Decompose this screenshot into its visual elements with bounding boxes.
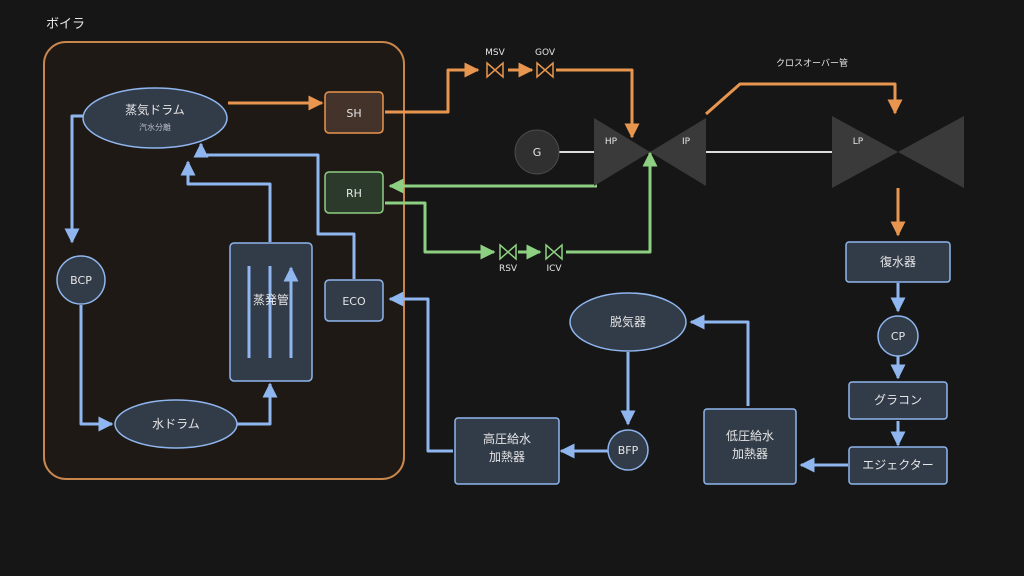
rsv-valve-icon: [499, 243, 517, 261]
bfp-label: BFP: [618, 444, 639, 457]
hp-heater-shape: [454, 417, 560, 485]
msv-label: MSV: [485, 48, 505, 58]
icv-label: ICV: [546, 264, 562, 274]
sh-label: SH: [346, 107, 361, 120]
hp-heater-line1: 高圧給水: [483, 431, 531, 446]
msv-valve[interactable]: MSV: [485, 48, 506, 79]
evaporator-tube-lines: [247, 266, 299, 358]
rh-shape: [324, 171, 384, 214]
sh-to-msv-pipe: [385, 62, 480, 114]
steam-drum-sublabel: 汽水分離: [139, 122, 171, 132]
steam-drum-label: 蒸気ドラム: [125, 102, 185, 117]
reheat-lines: [385, 151, 658, 260]
bcp-to-water-drum-pipe: [79, 305, 114, 432]
ejector-box[interactable]: エジェクター: [848, 446, 948, 485]
lp-heater-box[interactable]: 低圧給水 加熱器: [703, 408, 797, 485]
lp-heater-line1: 低圧給水: [726, 429, 774, 443]
icv-to-ip-pipe: [566, 151, 658, 254]
ip-label: IP: [682, 137, 691, 147]
steam-drum[interactable]: 蒸気ドラム 汽水分離: [82, 87, 228, 149]
gov-label: GOV: [535, 48, 556, 58]
steam-drum-shape: [82, 87, 228, 149]
ejector-shape: [848, 446, 948, 485]
evaporator-tubes[interactable]: 蒸発管: [229, 242, 313, 382]
crossover-label: クロスオーバー管: [776, 57, 848, 69]
gland-condenser-label: グラコン: [874, 393, 922, 407]
eco-label: ECO: [342, 295, 366, 308]
gov-valve[interactable]: GOV: [535, 48, 556, 79]
condenser-box[interactable]: 復水器: [845, 241, 951, 283]
water-drum-shape: [114, 399, 238, 449]
drum-to-bcp-pipe: [64, 114, 83, 244]
generator-label: G: [533, 146, 542, 159]
bcp-pump[interactable]: BCP: [56, 255, 106, 305]
icv-valve[interactable]: ICV: [545, 243, 563, 274]
eco-shape: [324, 279, 384, 322]
lp-turbine-shape: [832, 116, 964, 188]
generator-shape: [514, 129, 560, 175]
bfp-pump[interactable]: BFP: [607, 429, 649, 471]
water-drum[interactable]: 水ドラム: [114, 399, 238, 449]
boiler-enclosure: [43, 41, 405, 480]
rh-to-rsv-pipe: [385, 201, 496, 260]
rsv-valve[interactable]: RSV: [499, 243, 518, 274]
reheater-box[interactable]: RH: [324, 171, 384, 214]
hp-heater-box[interactable]: 高圧給水 加熱器: [454, 417, 560, 485]
ip-turbine[interactable]: IP: [650, 118, 706, 186]
bcp-label: BCP: [70, 274, 92, 287]
eco-box[interactable]: ECO: [324, 279, 384, 322]
hp-label: HP: [605, 137, 618, 147]
water-drum-label: 水ドラム: [152, 417, 200, 431]
gov-to-hp-pipe: [556, 68, 640, 139]
evaporator-label: 蒸発管: [253, 292, 289, 307]
condenser-shape: [845, 241, 951, 283]
evaporator-to-drum-pipe: [180, 160, 272, 242]
hp-heater-line2: 加熱器: [489, 450, 525, 464]
hp-heater-to-eco-pipe: [388, 291, 453, 453]
lp-turbine[interactable]: LP: [832, 116, 964, 188]
main-steam-lines: [228, 62, 906, 237]
hp-turbine-shape: [594, 118, 650, 186]
sh-shape: [324, 91, 384, 134]
icv-valve-icon: [545, 243, 563, 261]
deaerator[interactable]: 脱気器: [569, 292, 687, 352]
lp-heater-line2: 加熱器: [732, 447, 768, 461]
condenser-label: 復水器: [880, 254, 916, 269]
water-lines: [64, 114, 906, 473]
gland-condenser-box[interactable]: グラコン: [848, 381, 948, 420]
rh-label: RH: [346, 187, 362, 200]
cp-shape: [877, 315, 919, 357]
gov-valve-icon: [536, 61, 554, 79]
eco-to-drum-pipe: [193, 142, 356, 279]
deaerator-label: 脱気器: [610, 314, 646, 329]
gland-condenser-shape: [848, 381, 948, 420]
hp-turbine[interactable]: HP: [594, 118, 650, 186]
generator[interactable]: G: [514, 129, 560, 175]
msv-valve-icon: [486, 61, 504, 79]
lp-heater-to-deaerator-pipe: [689, 314, 750, 406]
cp-pump[interactable]: CP: [877, 315, 919, 357]
cp-label: CP: [891, 330, 906, 343]
boiler-title: ボイラ: [46, 17, 85, 32]
lp-label: LP: [853, 137, 864, 147]
lp-heater-shape: [703, 408, 797, 485]
ejector-label: エジェクター: [862, 458, 934, 472]
rsv-label: RSV: [499, 264, 518, 274]
bfp-shape: [607, 429, 649, 471]
water-drum-to-evaporator-pipe: [237, 382, 278, 426]
superheater-box[interactable]: SH: [324, 91, 384, 134]
ip-turbine-shape: [650, 118, 706, 186]
bcp-shape: [56, 255, 106, 305]
deaerator-shape: [569, 292, 687, 352]
crossover-pipe: [705, 82, 903, 116]
